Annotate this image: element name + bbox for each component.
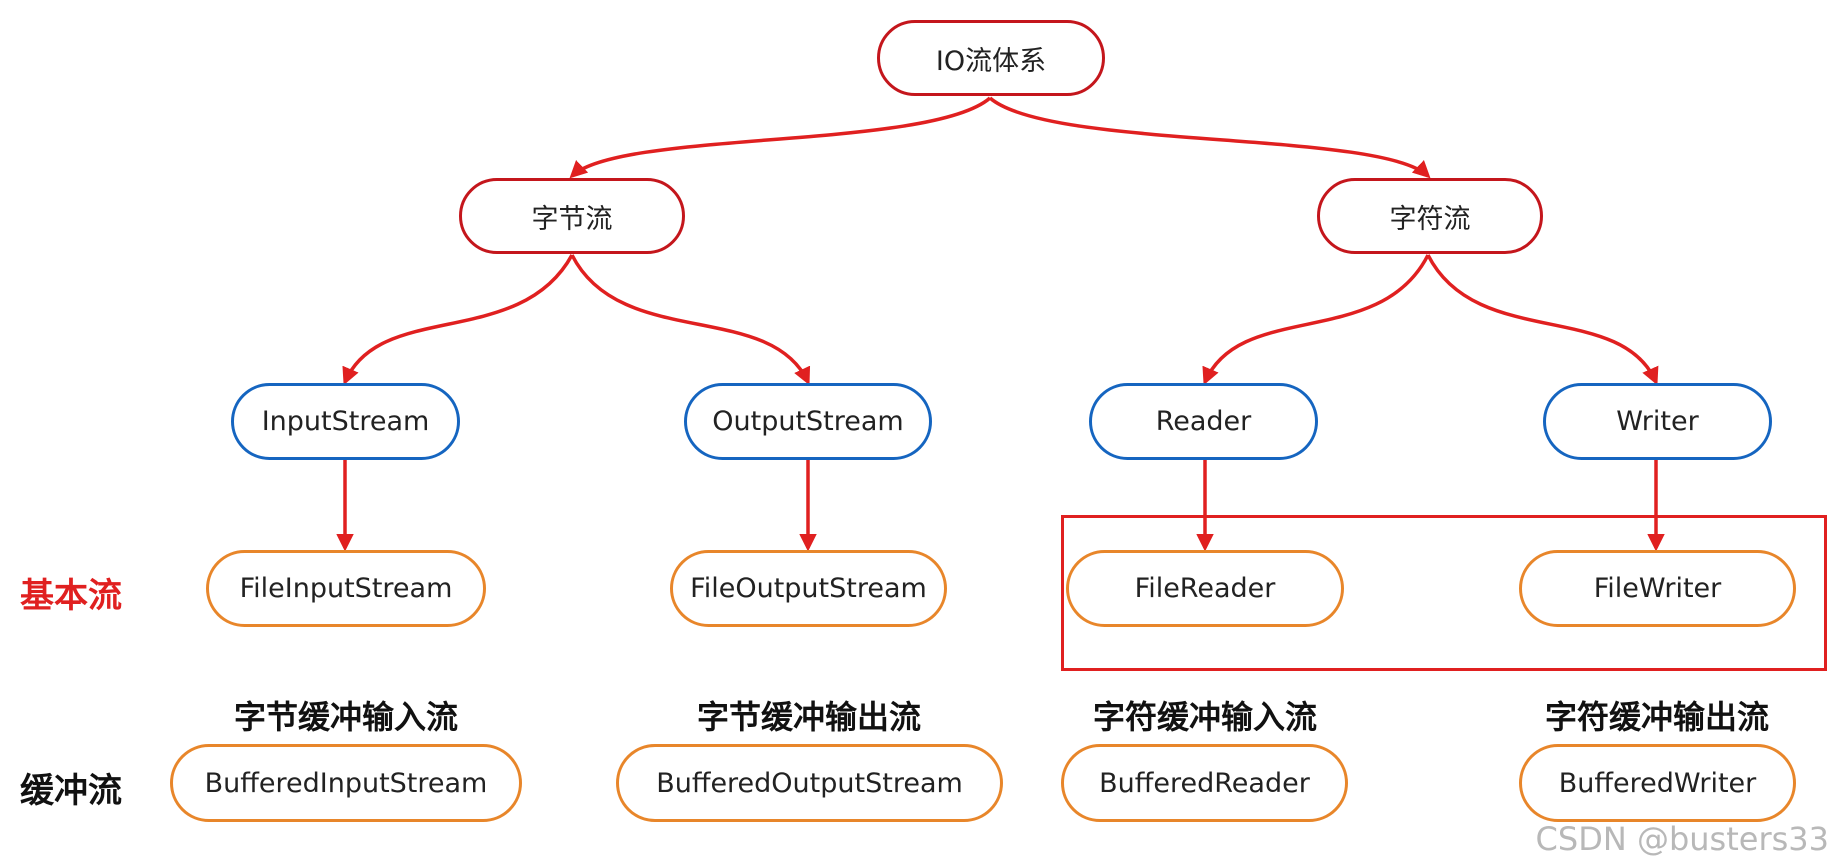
char-buffer-input-label: 字符缓冲输入流: [1092, 698, 1317, 736]
byte-buffer-input-label: 字节缓冲输入流: [233, 698, 458, 736]
node-file-reader: FileReader: [1066, 550, 1344, 627]
edge-char-reader: [1202, 254, 1430, 386]
node-byte-stream: 字节流: [459, 178, 685, 254]
edge-byte-output: [570, 254, 811, 386]
node-buffered-input-stream: BufferedInputStream: [170, 744, 522, 822]
edge-byte-input: [342, 254, 574, 386]
edge-char-writer: [1426, 254, 1659, 386]
node-file-input-stream: FileInputStream: [206, 550, 486, 627]
watermark: CSDN @busters33: [1535, 820, 1829, 858]
char-buffer-output-label: 字符缓冲输出流: [1544, 698, 1769, 736]
node-io-system: IO流体系: [877, 20, 1105, 96]
node-buffered-reader: BufferedReader: [1061, 744, 1348, 822]
selection-box: [1061, 515, 1827, 671]
node-input-stream: InputStream: [231, 383, 460, 460]
node-file-writer: FileWriter: [1519, 550, 1796, 627]
node-buffered-writer: BufferedWriter: [1519, 744, 1796, 822]
edge-root-char: [988, 96, 1431, 179]
node-file-output-stream: FileOutputStream: [670, 550, 947, 627]
byte-buffer-output-label: 字节缓冲输出流: [696, 698, 921, 736]
node-output-stream: OutputStream: [684, 383, 932, 460]
node-writer: Writer: [1543, 383, 1772, 460]
node-buffered-output-stream: BufferedOutputStream: [616, 744, 1003, 822]
buffer-stream-label: 缓冲流: [20, 771, 122, 811]
basic-stream-label: 基本流: [20, 576, 122, 616]
node-reader: Reader: [1089, 383, 1318, 460]
edge-root-byte: [569, 96, 992, 179]
node-char-stream: 字符流: [1317, 178, 1543, 254]
